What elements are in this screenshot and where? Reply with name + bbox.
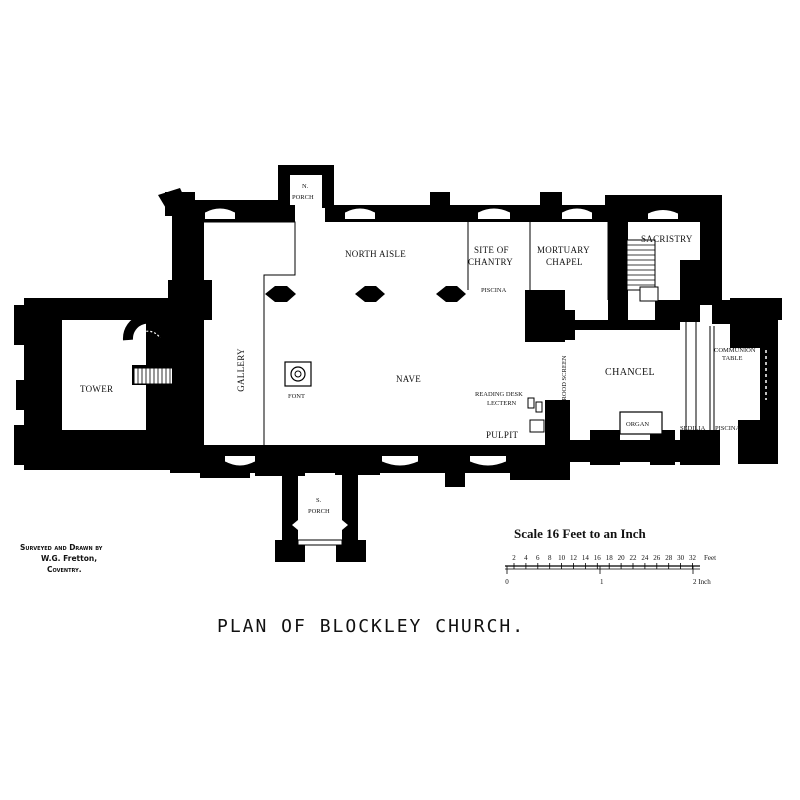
scale-feet-tick-label: 22 bbox=[630, 554, 638, 562]
s-porch-label-1: S. bbox=[316, 497, 322, 504]
n-porch-label-1: N. bbox=[302, 183, 309, 190]
scale-feet-tick-label: 20 bbox=[618, 554, 626, 562]
scale-feet-unit: Feet bbox=[704, 554, 716, 562]
piscina-south-label: PISCINA bbox=[715, 425, 741, 432]
scale-feet-tick-label: 8 bbox=[548, 554, 552, 562]
organ-label: ORGAN bbox=[626, 421, 649, 428]
piscina-north-label: PISCINA bbox=[481, 287, 507, 294]
north-aisle-label: NORTH AISLE bbox=[345, 249, 406, 259]
scale-feet-tick-label: 16 bbox=[594, 554, 602, 562]
sacristy-walls bbox=[608, 222, 700, 322]
scale-feet-tick-label: 26 bbox=[653, 554, 661, 562]
north-windows bbox=[204, 207, 679, 219]
west-wall bbox=[168, 210, 212, 470]
south-windows bbox=[224, 456, 507, 467]
pulpit-label: PULPIT bbox=[486, 430, 519, 440]
scale-feet-tick-label: 30 bbox=[677, 554, 685, 562]
reading-desk-label: READING DESK bbox=[475, 391, 523, 398]
organ-box bbox=[619, 411, 663, 435]
scale-feet-tick-label: 12 bbox=[570, 554, 578, 562]
s-porch-label-2: PORCH bbox=[308, 508, 330, 515]
font-label: FONT bbox=[288, 393, 305, 400]
scale-title: Scale 16 Feet to an Inch bbox=[514, 526, 647, 541]
rood-screen-label: ROOD SCREEN bbox=[561, 355, 568, 400]
scale-feet-tick-label: 10 bbox=[558, 554, 566, 562]
scale-inch-tick-label: 2 Inch bbox=[693, 578, 711, 586]
nave-label: NAVE bbox=[396, 374, 421, 384]
credit-line-3: Coventry. bbox=[47, 565, 82, 574]
south-porch-walls bbox=[275, 470, 366, 562]
scale-feet-tick-label: 28 bbox=[665, 554, 673, 562]
tower-label: TOWER bbox=[80, 384, 113, 394]
scale-feet-tick-label: 24 bbox=[641, 554, 649, 562]
scale-feet-tick-label: 18 bbox=[606, 554, 614, 562]
mortuary-label-1: MORTUARY bbox=[537, 245, 590, 255]
east-end-walls bbox=[685, 298, 782, 464]
scale-inch-tick-label: 0 bbox=[505, 578, 509, 586]
scale-feet-tick-label: 14 bbox=[582, 554, 590, 562]
font-symbol bbox=[284, 361, 312, 387]
scale-feet-tick-label: 32 bbox=[689, 554, 697, 562]
scale-feet-tick-label: 6 bbox=[536, 554, 540, 562]
chantry-label-1: SITE OF bbox=[474, 245, 509, 255]
scale-inch-ticks: 0 1 2 Inch bbox=[505, 566, 711, 586]
lectern-label: LECTERN bbox=[487, 400, 517, 407]
scale-inch-tick-label: 1 bbox=[600, 578, 604, 586]
north-porch-walls bbox=[278, 165, 334, 208]
sacristry-label: SACRISTRY bbox=[641, 234, 693, 244]
credit-line-2: W.G. Fretton, bbox=[41, 554, 97, 563]
communion-label-2: TABLE bbox=[722, 355, 742, 362]
chantry-label-2: CHANTRY bbox=[468, 257, 513, 267]
nave-piers bbox=[265, 286, 466, 302]
mortuary-label-2: CHAPEL bbox=[546, 257, 583, 267]
sedilia-label: SEDILIA bbox=[680, 425, 706, 432]
communion-label-1: COMMUNION bbox=[714, 347, 756, 354]
scale-feet-tick-label: 2 bbox=[512, 554, 516, 562]
credit-line-1: Surveyed and Drawn by bbox=[20, 543, 103, 552]
scale-feet-tick-label: 4 bbox=[524, 554, 528, 562]
chancel-label: CHANCEL bbox=[605, 367, 655, 378]
plan-title: PLAN OF BLOCKLEY CHURCH. bbox=[217, 616, 525, 637]
n-porch-label-2: PORCH bbox=[292, 194, 314, 201]
south-wall bbox=[170, 445, 570, 487]
chancel-walls bbox=[525, 290, 720, 480]
gallery-label: GALLERY bbox=[236, 348, 246, 392]
reading-desk-fittings bbox=[527, 397, 545, 433]
